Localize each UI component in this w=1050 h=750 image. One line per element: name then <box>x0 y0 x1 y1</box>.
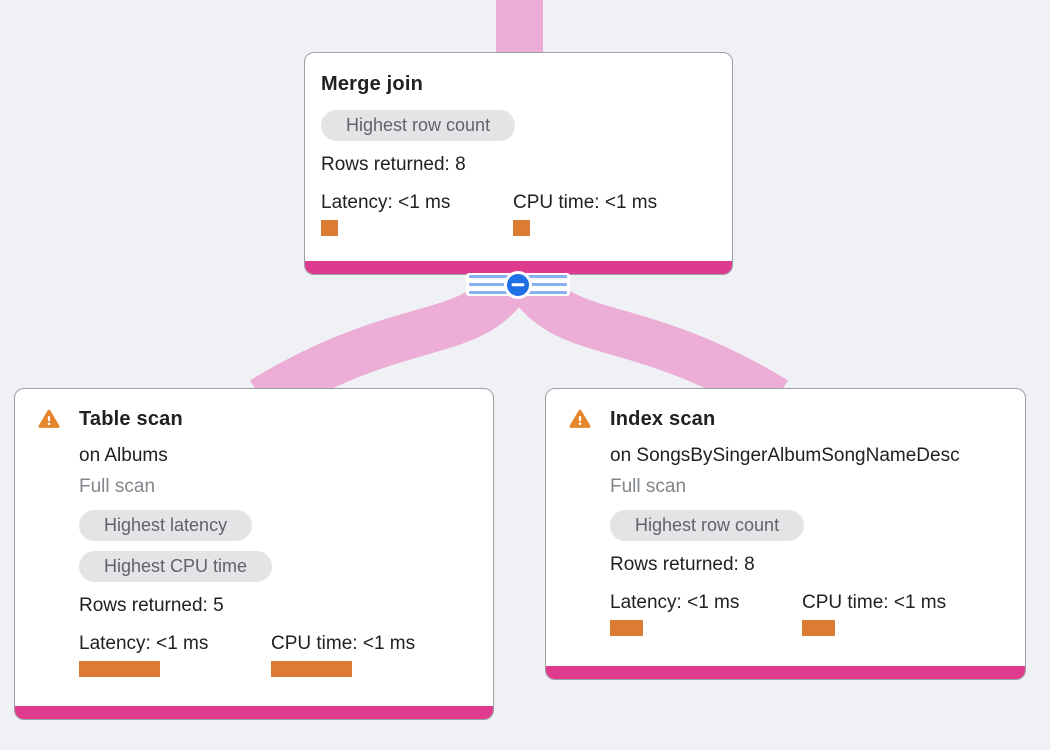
node-accent-bar <box>15 706 493 719</box>
highlight-badge: Highest row count <box>610 510 805 541</box>
node-title: Index scan <box>610 408 716 430</box>
node-subtitle: on SongsBySingerAlbumSongNameDesc <box>610 445 960 466</box>
metrics-row: Latency: <1 ms CPU time: <1 ms <box>79 632 477 677</box>
latency-bar <box>610 620 643 636</box>
cpu-bar <box>271 661 352 677</box>
minus-icon <box>511 282 525 287</box>
scan-type-label: Full scan <box>79 476 156 497</box>
node-subtitle: on Albums <box>79 445 168 466</box>
warning-icon <box>37 407 61 431</box>
node-content: Table scan on Albums Full scan Highest l… <box>15 389 493 677</box>
latency-label: Latency: <1 ms <box>79 633 209 654</box>
latency-metric: Latency: <1 ms <box>610 591 802 636</box>
rows-returned: Rows returned: 5 <box>79 595 224 616</box>
warning-icon <box>568 407 592 431</box>
scan-type-label: Full scan <box>610 476 687 497</box>
collapse-children-control[interactable] <box>466 270 570 299</box>
latency-metric: Latency: <1 ms <box>321 191 513 236</box>
collapse-button[interactable] <box>504 270 532 299</box>
node-accent-bar <box>546 666 1025 679</box>
cpu-label: CPU time: <1 ms <box>271 633 416 654</box>
node-title: Merge join <box>321 73 424 95</box>
cpu-label: CPU time: <1 ms <box>802 592 947 613</box>
latency-metric: Latency: <1 ms <box>79 632 271 677</box>
plan-node-table-scan[interactable]: Table scan on Albums Full scan Highest l… <box>14 388 494 720</box>
rows-returned: Rows returned: 8 <box>610 554 755 575</box>
edge-merge-join-table-scan <box>250 270 527 420</box>
highlight-badge: Highest row count <box>321 110 516 141</box>
latency-bar <box>79 661 160 677</box>
metrics-row: Latency: <1 ms CPU time: <1 ms <box>321 191 716 236</box>
latency-label: Latency: <1 ms <box>610 592 740 613</box>
cpu-metric: CPU time: <1 ms <box>513 191 705 236</box>
plan-node-index-scan[interactable]: Index scan on SongsBySingerAlbumSongName… <box>545 388 1026 680</box>
cpu-metric: CPU time: <1 ms <box>802 591 994 636</box>
plan-node-merge-join[interactable]: Merge join Highest row count Rows return… <box>304 52 733 275</box>
rows-returned: Rows returned: 8 <box>321 154 466 175</box>
metrics-row: Latency: <1 ms CPU time: <1 ms <box>610 591 1009 636</box>
node-accent-bar <box>305 261 732 274</box>
cpu-label: CPU time: <1 ms <box>513 192 658 213</box>
highlight-badge: Highest CPU time <box>79 551 273 582</box>
highlight-badge: Highest latency <box>79 510 253 541</box>
latency-bar <box>321 220 338 236</box>
edge-parent-merge-join <box>496 0 543 54</box>
node-content: Merge join Highest row count Rows return… <box>305 53 732 236</box>
cpu-metric: CPU time: <1 ms <box>271 632 463 677</box>
node-title: Table scan <box>79 408 183 430</box>
edge-merge-join-index-scan <box>511 270 788 420</box>
cpu-bar <box>802 620 835 636</box>
latency-label: Latency: <1 ms <box>321 192 451 213</box>
node-content: Index scan on SongsBySingerAlbumSongName… <box>546 389 1025 636</box>
cpu-bar <box>513 220 530 236</box>
